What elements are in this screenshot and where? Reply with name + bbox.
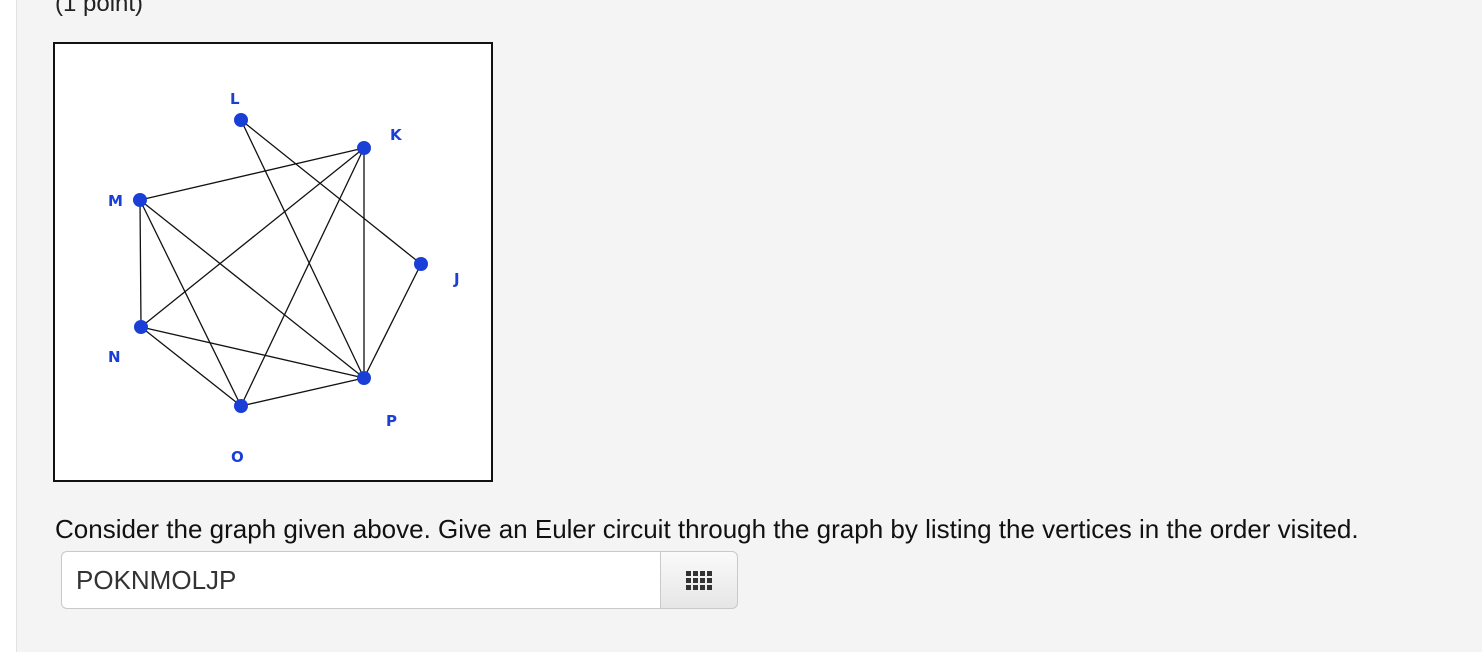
problem-panel: (1 point) L K M J N P O Consider the graph giv… bbox=[16, 0, 1482, 652]
graph-edge-K-O bbox=[240, 147, 365, 407]
graph-edge-O-P bbox=[240, 377, 365, 407]
graph-vertex-M bbox=[133, 193, 147, 207]
question-text: Consider the graph given above. Give an … bbox=[55, 514, 1359, 544]
graph-vertex-L bbox=[234, 113, 248, 127]
keypad-button[interactable] bbox=[660, 551, 738, 609]
graph-svg: L K M J N P O bbox=[108, 90, 460, 466]
graph-vertex-label-K: K bbox=[390, 126, 403, 144]
graph-edge-M-O bbox=[139, 199, 242, 407]
graph-edge-J-P bbox=[363, 263, 422, 379]
graph-vertex-label-N: N bbox=[108, 348, 121, 366]
answer-input[interactable] bbox=[61, 551, 660, 609]
graph-edge-M-P bbox=[139, 199, 365, 379]
graph-vertex-label-M: M bbox=[108, 192, 123, 210]
graph-vertex-label-J: J bbox=[453, 270, 460, 288]
graph-edge-L-J bbox=[240, 119, 422, 265]
points-label: (1 point) bbox=[55, 0, 144, 17]
graph-vertex-K bbox=[357, 141, 371, 155]
graph-vertex-J bbox=[414, 257, 428, 271]
graph-edge-M-N bbox=[139, 199, 142, 328]
keypad-grid-icon bbox=[686, 570, 712, 590]
graph-edge-L-P bbox=[240, 119, 365, 379]
graph-edge-N-O bbox=[140, 326, 242, 407]
answer-row bbox=[61, 551, 738, 609]
graph-vertex-N bbox=[134, 320, 148, 334]
graph-edge-K-M bbox=[139, 147, 365, 201]
graph-edge-N-P bbox=[140, 326, 365, 379]
graph-edge-K-N bbox=[140, 147, 365, 328]
graph-figure: L K M J N P O bbox=[53, 42, 493, 482]
graph-vertex-label-L: L bbox=[230, 90, 240, 108]
graph-vertex-label-O: O bbox=[231, 448, 244, 466]
graph-vertex-label-P: P bbox=[386, 412, 397, 430]
graph-vertex-P bbox=[357, 371, 371, 385]
graph-vertex-O bbox=[234, 399, 248, 413]
